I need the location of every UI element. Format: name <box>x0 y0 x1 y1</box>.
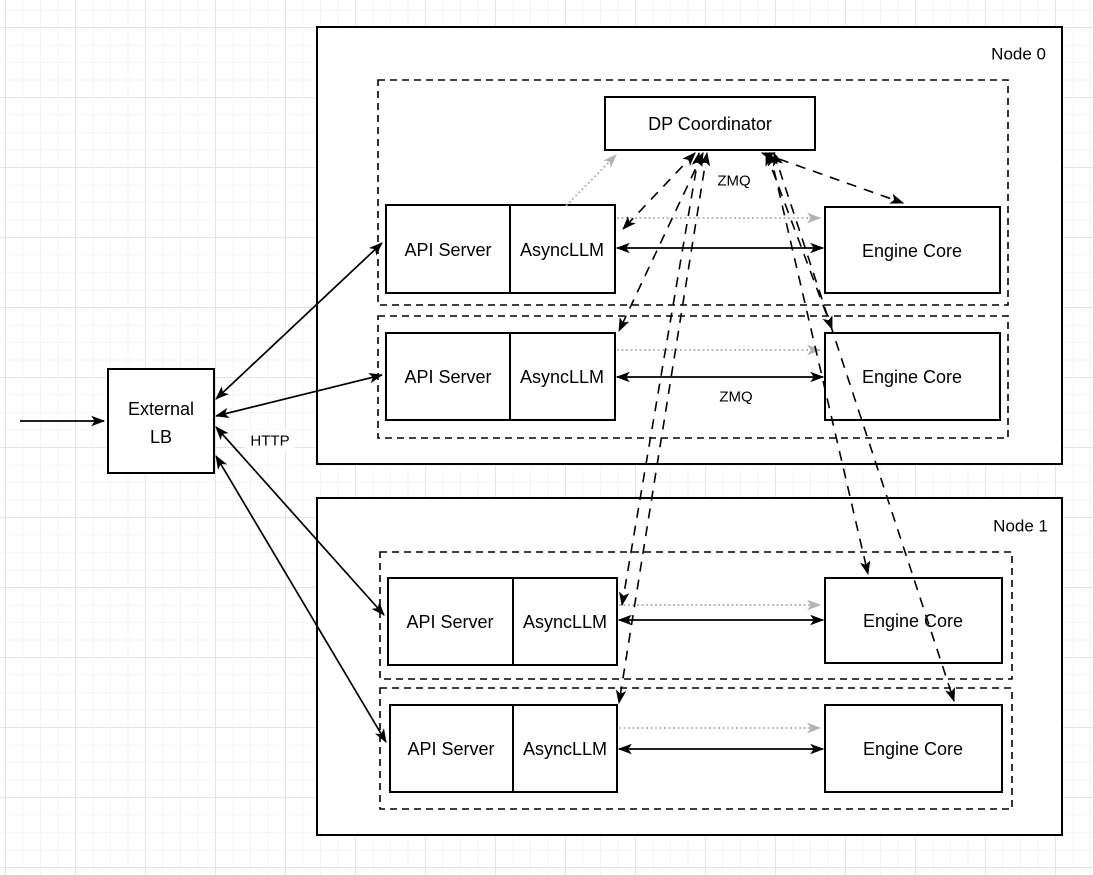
external-lb-label-line1: External <box>128 399 194 419</box>
dp-coordinator-label: DP Coordinator <box>648 114 772 134</box>
node0-label: Node 0 <box>991 45 1046 64</box>
engine-core-box <box>824 704 1003 793</box>
external-lb-box <box>107 368 215 474</box>
arrow-lb-node1-api1 <box>215 454 387 744</box>
dashed-arrow-coordinator-engine-node1-row1 <box>773 151 955 703</box>
api-server-box <box>389 704 618 793</box>
api-server-box <box>387 577 618 666</box>
http-label-bg <box>245 430 295 450</box>
api-server-box <box>385 204 616 294</box>
http-label: HTTP <box>250 433 289 450</box>
api-server-label: API Server <box>404 240 491 260</box>
dotted-arrow-asyncllm-coordinator <box>565 154 617 207</box>
asyncllm-label: AsyncLLM <box>520 240 604 260</box>
engine-core-label: Engine Core <box>863 739 963 759</box>
asyncllm-label: AsyncLLM <box>523 739 607 759</box>
zmq-coordinator-label-bg <box>713 171 755 190</box>
api-server-label: API Server <box>407 739 494 759</box>
node1-label: Node 1 <box>993 517 1048 536</box>
external-lb-label-line2: LB <box>150 427 172 447</box>
asyncllm-label: AsyncLLM <box>520 367 604 387</box>
zmq-coordinator-label: ZMQ <box>717 173 750 190</box>
engine-core-label: Engine Core <box>862 367 962 387</box>
dashed-arrow-coordinator-asyncllm-node1-row1 <box>615 151 711 705</box>
zmq-engine-label: ZMQ <box>719 389 752 406</box>
dp-coordinator-box <box>604 96 816 151</box>
asyncllm-label: AsyncLLM <box>523 612 607 632</box>
api-server-box <box>385 332 616 421</box>
api-server-label: API Server <box>406 612 493 632</box>
zmq-engine-label-bg <box>715 387 757 406</box>
engine-core-label: Engine Core <box>863 611 963 631</box>
engine-core-label: Engine Core <box>862 241 962 261</box>
arrow-lb-node0-api1 <box>214 372 384 419</box>
api-server-label: API Server <box>404 367 491 387</box>
